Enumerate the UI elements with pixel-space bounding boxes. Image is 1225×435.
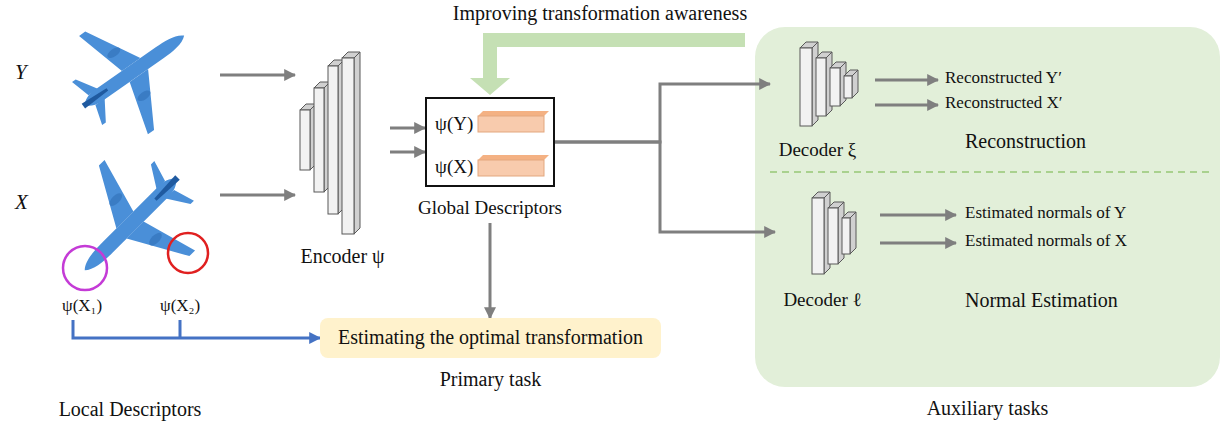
descriptor-box: ψ(Y)ψ(X)Global Descriptors [425,97,555,187]
bracket [73,320,220,338]
connector [555,84,770,142]
output-label: Estimated normals of X [965,231,1127,251]
task-box: Estimating the optimal transformationPri… [320,318,661,358]
connector [555,142,775,232]
output-arrow [875,80,956,243]
connector [220,194,295,197]
airplane-x [39,132,222,315]
input-shape: Y [10,5,220,135]
descriptor-bar [478,111,549,176]
text-label: Primary task [440,368,542,391]
text-label: ψ(Y) [435,113,473,135]
divider [770,171,1210,173]
text-label: Decoder ξ [779,139,857,161]
encoder-layers [300,52,360,234]
text-label: Auxiliary tasks [927,397,1049,420]
connector [390,151,425,154]
decoder-layers [812,192,856,274]
bracket-label: Local Descriptors [59,398,202,421]
panel-ground [755,27,1220,387]
text-label: X [15,190,28,214]
output-label: Reconstructed Y′ [945,68,1062,88]
connector [220,337,320,340]
decoder-block: Decoder ξ [770,42,865,167]
text-label: Encoder ψ [300,245,384,268]
output-label: Reconstructed X′ [945,93,1063,113]
text-label: Y [15,60,27,84]
local-circle [63,246,107,290]
connector [220,74,295,77]
airplane-y [49,0,219,155]
text-label: ψ(X) [435,156,473,178]
annotation: Improving transformation awareness [453,2,747,25]
text-label: Estimating the optimal transformation [338,326,643,349]
output-label: Estimated normals of Y [965,203,1126,223]
decoder-block: Decoder ℓ [775,192,870,317]
local-circle [168,233,208,273]
connector [489,223,492,318]
local-descriptor-label: ψ(X₂) [160,296,200,316]
text-label: Global Descriptors [418,197,562,219]
local-descriptor-label: ψ(X₁) [62,296,102,316]
task-label: Reconstruction [965,130,1086,153]
task-label: Normal Estimation [965,289,1118,312]
connector [390,127,425,130]
text-label: Decoder ℓ [783,289,861,311]
decoder-layers [800,42,858,126]
encoder-block: Encoder ψ [295,50,390,272]
feedback-arrow [470,33,745,95]
